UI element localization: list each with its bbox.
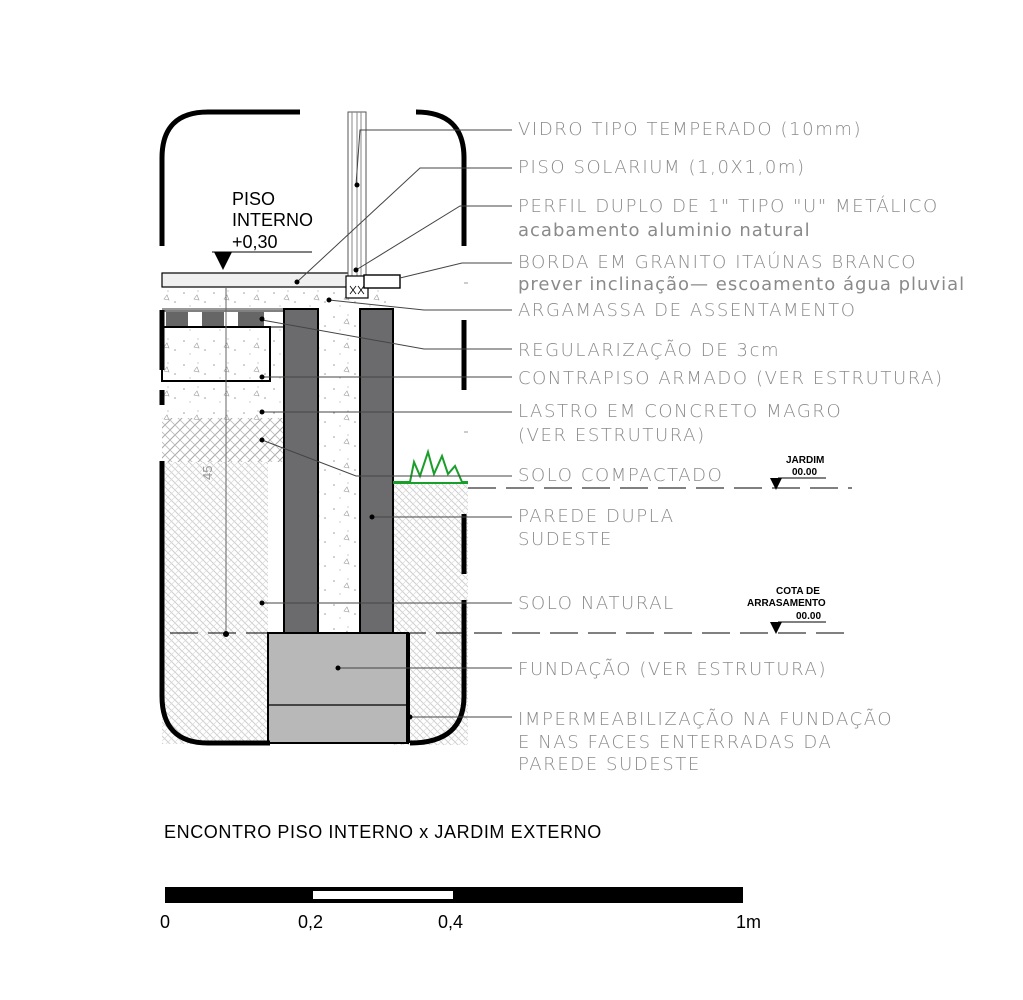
lastro-concrete	[162, 382, 284, 420]
piso-interno-line2: INTERNO	[232, 210, 313, 230]
piso-solarium-slab	[161, 272, 359, 288]
scale-tick-04: 0,4	[438, 912, 463, 932]
fundacao-block	[267, 632, 409, 744]
label-contrapiso: CONTRAPISO ARMADO (VER ESTRUTURA)	[518, 368, 944, 389]
contrapiso-armado	[161, 326, 271, 382]
label-vidro: VIDRO TIPO TEMPERADO (10mm)	[518, 119, 862, 140]
cota-line2: ARRASAMENTO	[747, 598, 826, 609]
jardim-level-value: 00.00	[792, 467, 817, 478]
label-borda-1: BORDA EM GRANITO ITAÚNAS BRANCO	[518, 251, 917, 273]
label-lastro-1: LASTRO EM CONCRETO MAGRO	[518, 401, 842, 422]
label-imper-1: IMPERMEABILIZAÇÃO NA FUNDAÇÃO	[518, 709, 893, 730]
label-perfil-1: PERFIL DUPLO DE 1" TIPO "U" METÁLICO	[518, 195, 939, 217]
contrapiso-under	[270, 327, 284, 381]
dimension-value: 45	[200, 466, 215, 480]
detail-frame	[159, 109, 467, 746]
borda-granito	[363, 274, 401, 289]
label-solo-natural: SOLO NATURAL	[518, 593, 675, 614]
scale-tick-0: 0	[160, 912, 170, 932]
perfil-u-metalico	[345, 275, 369, 299]
vidro-temperado	[347, 111, 367, 279]
dimension-dot	[223, 631, 229, 637]
label-lastro-2: (VER ESTRUTURA)	[518, 425, 706, 446]
label-parede-2: SUDESTE	[518, 529, 613, 550]
jardim-level: JARDIM 00.00	[468, 455, 852, 490]
label-parede-1: PAREDE DUPLA	[518, 506, 675, 527]
label-argamassa: ARGAMASSA DE ASSENTAMENTO	[518, 300, 857, 321]
label-imper-3: PAREDE SUDESTE	[518, 754, 701, 775]
leaders	[259, 129, 512, 720]
cota-line1: COTA DE	[776, 586, 820, 597]
grass-icon	[393, 448, 468, 483]
jardim-level-name: JARDIM	[786, 455, 824, 466]
label-fundacao: FUNDAÇÃO (VER ESTRUTURA)	[518, 659, 827, 680]
piso-interno-line3: +0,30	[232, 232, 278, 252]
label-regularizacao: REGULARIZAÇÃO DE 3cm	[518, 340, 780, 361]
label-piso-solarium: PISO SOLARIUM (1,0X1,0m)	[518, 157, 806, 178]
label-solo-compactado: SOLO COMPACTADO	[518, 465, 723, 486]
cota-arrasamento-level: COTA DE ARRASAMENTO 00.00	[170, 586, 852, 634]
drawing-title: ENCONTRO PISO INTERNO x JARDIM EXTERNO	[164, 822, 602, 842]
scale-tick-1m: 1m	[736, 912, 761, 932]
solo-compactado-interior	[162, 418, 284, 462]
cota-value: 00.00	[796, 611, 821, 622]
piso-interno-level: PISO INTERNO +0,30	[212, 189, 313, 270]
regularizacao-band	[161, 310, 285, 328]
parede-inner-fill	[318, 309, 360, 633]
label-borda-2: prever inclinação— escoamento água pluvi…	[518, 274, 965, 295]
label-perfil-2: acabamento aluminio natural	[518, 220, 811, 241]
piso-interno-line1: PISO	[232, 189, 275, 209]
argamassa-layer	[162, 287, 392, 309]
parede-interna	[283, 308, 319, 634]
scale-tick-02: 0,2	[298, 912, 323, 932]
solo-natural-interior	[162, 462, 268, 744]
scale-bar	[165, 887, 743, 903]
parede-externa	[359, 308, 394, 634]
label-imper-2: E NAS FACES ENTERRADAS DA	[518, 732, 832, 753]
